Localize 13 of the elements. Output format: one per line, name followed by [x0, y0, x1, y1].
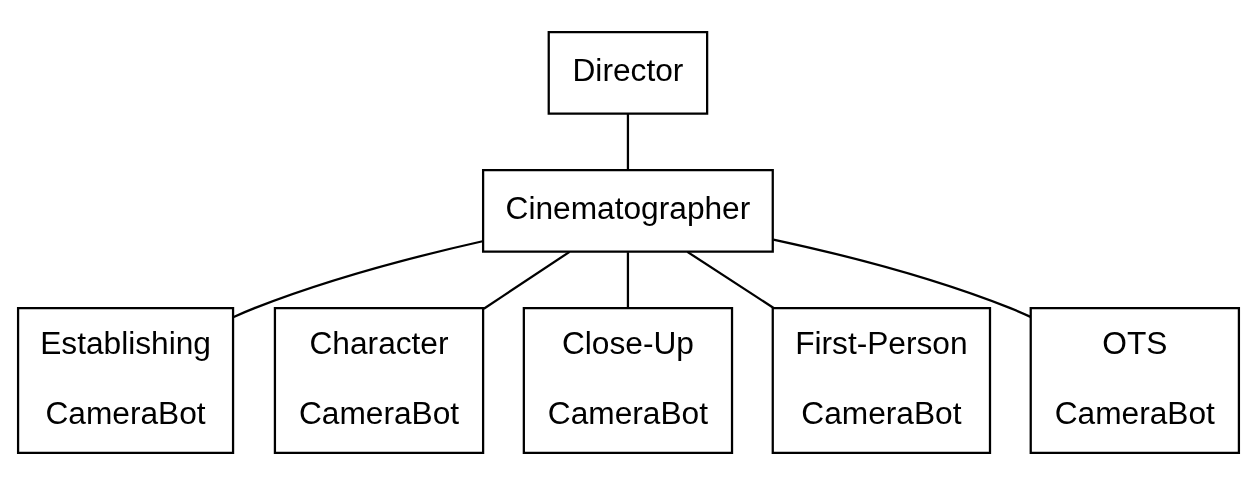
- connector: [626, 113, 630, 170]
- connector: [483, 250, 571, 310]
- node-box: OTS CameraBot: [1029, 306, 1241, 454]
- connector: [686, 250, 775, 309]
- connector: [233, 239, 483, 318]
- node-box: First-Person CameraBot: [771, 306, 992, 454]
- connector: [773, 237, 1032, 318]
- node-box: Close-Up CameraBot: [522, 306, 734, 454]
- node-box: Director: [547, 30, 709, 115]
- node-box: Character CameraBot: [273, 306, 485, 454]
- node-box: Cinematographer: [482, 168, 774, 253]
- node-box: Establishing CameraBot: [16, 306, 235, 454]
- connector: [626, 251, 630, 308]
